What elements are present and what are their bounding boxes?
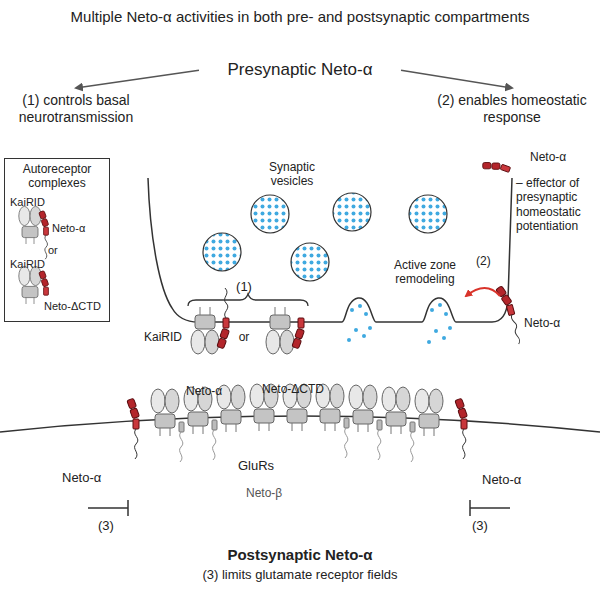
connector-arrow (401, 70, 512, 88)
label-text: Neto-α (186, 384, 242, 398)
legend-box: Autoreceptor complexes (4, 158, 110, 322)
label-text: GluRs (238, 458, 288, 474)
label-text: Postsynaptic Neto-α (0, 546, 600, 564)
label-text: Neto-ΔCTD (262, 382, 338, 396)
label-text: – effector of presynaptic homeostatic po… (516, 176, 598, 234)
label-text: Neto-β (246, 486, 296, 500)
label-text: KaiRID (10, 196, 70, 209)
caption-node: (2) enables homeostatic response (428, 92, 596, 126)
label-text: Neto-α (482, 472, 538, 488)
node-text: (1) controls basal neurotransmission (6, 92, 146, 126)
label-text: (3) limits glutamate receptor fields (0, 567, 600, 583)
label-text: KaiRID (10, 258, 70, 271)
label-text: Synaptic vesicles (250, 160, 334, 189)
node-text: Autoreceptor complexes (9, 162, 105, 191)
label-text: or (234, 330, 254, 344)
label-text: Neto-α (52, 222, 108, 235)
label-text: Neto-ΔCTD (44, 300, 108, 313)
label-text: (1) (232, 279, 256, 295)
caption-node: (1) controls basal neurotransmission (6, 92, 146, 126)
connector-arrow (76, 70, 199, 88)
label-text: (3) (98, 518, 128, 534)
label-text: (3) (472, 518, 502, 534)
label-text: Active zone remodeling (378, 258, 472, 287)
node-text: (2) enables homeostatic response (428, 92, 596, 126)
node-text: Presynaptic Neto-α (205, 60, 395, 80)
label-text: Neto-α (62, 470, 118, 486)
label-text: or (48, 244, 68, 257)
figure-title: Multiple Neto-α activities in both pre- … (0, 8, 600, 26)
label-text: Neto-α (530, 150, 590, 164)
label-text: (2) (476, 254, 500, 268)
caption-node: Presynaptic Neto-α (205, 60, 395, 80)
label-text: Neto-α (524, 316, 584, 330)
label-text: KaiRID (144, 330, 194, 344)
